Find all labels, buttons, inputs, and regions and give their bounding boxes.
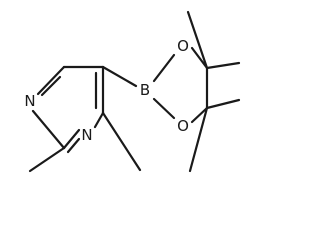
bond-b-o1 (152, 53, 176, 83)
molecule-structure: N N B O O (20, 10, 241, 173)
atom-o2-label: O (177, 117, 189, 135)
bond-n3-c2-double (66, 137, 81, 154)
atom-n1-label: N (24, 92, 35, 110)
atom-o1-label: O (177, 37, 189, 55)
atom-n3-label: N (81, 126, 92, 144)
substituent-bonds (28, 65, 142, 173)
bond-methyl-top-left (186, 10, 209, 70)
bond-c2-methyl (28, 146, 66, 173)
bond-c5-boron (101, 65, 138, 88)
bond-methyl-top-right (205, 61, 241, 70)
bond-b-o2 (152, 97, 176, 120)
bond-c4-methyl (101, 111, 142, 172)
bond-n3-c2 (62, 128, 81, 150)
atom-labels: N N B O O (24, 37, 189, 144)
bond-o2-c (190, 106, 209, 124)
bond-c2-n1 (31, 109, 66, 150)
bond-o1-c (190, 46, 209, 70)
bond-c6-n1 (36, 65, 66, 96)
pyrimidine-ring (31, 65, 105, 154)
tetramethyl-bonds (186, 10, 241, 173)
bond-methyl-bottom-right (205, 98, 241, 110)
bond-methyl-bottom-left (188, 106, 209, 173)
bond-c4-n3 (93, 111, 105, 129)
bond-c6-n1-double (40, 75, 62, 97)
atom-boron-label: B (140, 81, 150, 99)
dioxaborolane-ring (152, 46, 209, 124)
label-masks (20, 36, 193, 145)
